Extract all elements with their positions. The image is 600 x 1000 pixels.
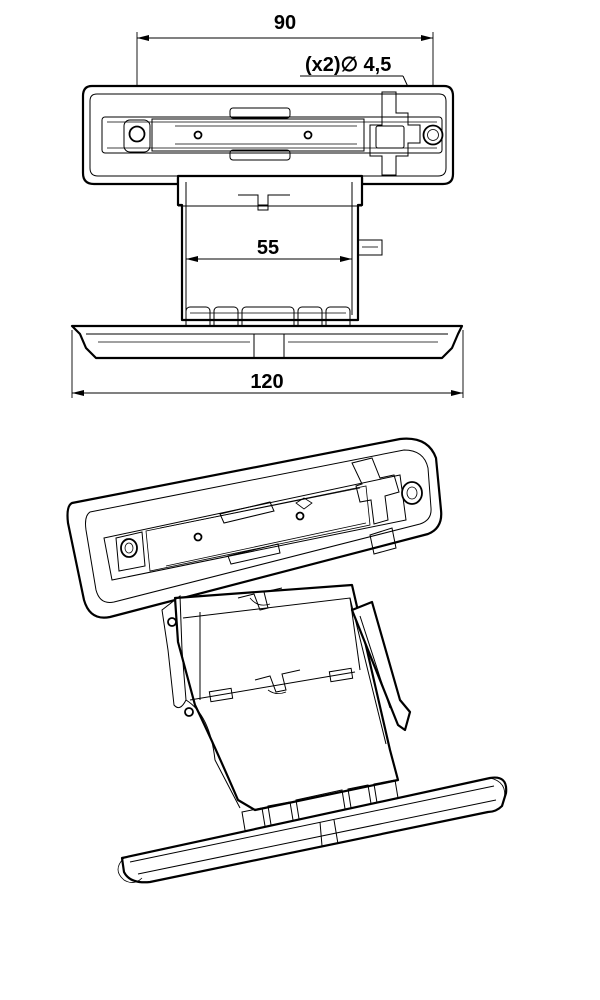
hole-note-label: (x2)∅ 4,5 — [305, 54, 391, 76]
bottom-rail — [70, 324, 464, 360]
isometric-view — [66, 437, 508, 884]
dimension-55: 55 — [186, 237, 352, 262]
dimension-120-label: 120 — [250, 371, 283, 393]
stem — [176, 174, 383, 322]
dimension-90: 90 — [136, 12, 434, 122]
front-view: 90 (x2)∅ 4,5 — [70, 12, 464, 398]
left-mounting-hole — [123, 119, 151, 153]
iso-stem — [173, 583, 400, 812]
iso-left-hole — [120, 538, 138, 558]
right-mounting-hole — [422, 124, 444, 146]
right-latch — [369, 91, 444, 176]
iso-top-housing — [66, 437, 443, 619]
dimension-120: 120 — [71, 330, 464, 398]
dimension-55-label: 55 — [257, 237, 279, 259]
dimension-90-label: 90 — [274, 12, 296, 34]
iso-right-hole — [401, 481, 423, 505]
